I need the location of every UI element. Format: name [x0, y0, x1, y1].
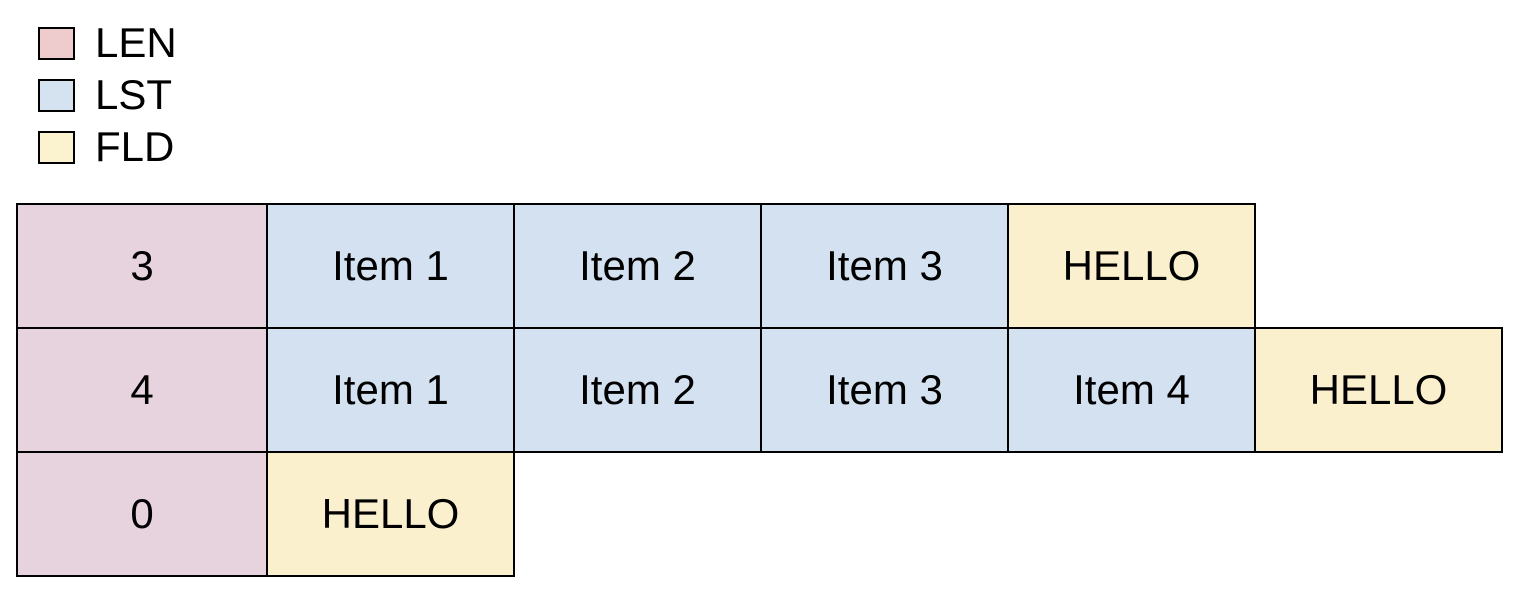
- table-cell-lst: Item 3: [760, 203, 1009, 329]
- legend-label-lst: LST: [95, 71, 173, 118]
- legend-item-fld: FLD: [38, 123, 177, 170]
- table-cell-len: 0: [16, 451, 268, 577]
- len-color-swatch-icon: [38, 26, 75, 60]
- table-cell-lst: Item 2: [513, 327, 762, 453]
- table-cell-fld: HELLO: [1007, 203, 1256, 329]
- table-cell-lst: Item 4: [1007, 327, 1256, 453]
- legend-item-lst: LST: [38, 71, 177, 118]
- table-cell-lst: Item 3: [760, 327, 1009, 453]
- table-cell-fld: HELLO: [1254, 327, 1503, 453]
- table-cell-lst: Item 1: [266, 327, 515, 453]
- legend: LEN LST FLD: [38, 19, 177, 180]
- table-cell-lst: Item 1: [266, 203, 515, 329]
- fld-color-swatch-icon: [38, 130, 75, 164]
- table-cell-lst: Item 2: [513, 203, 762, 329]
- table-cell-len: 4: [16, 327, 268, 453]
- table-cell-len: 3: [16, 203, 268, 329]
- legend-label-fld: FLD: [95, 123, 175, 170]
- legend-label-len: LEN: [95, 19, 177, 66]
- table-cell-fld: HELLO: [266, 451, 515, 577]
- legend-item-len: LEN: [38, 19, 177, 66]
- lst-color-swatch-icon: [38, 78, 75, 112]
